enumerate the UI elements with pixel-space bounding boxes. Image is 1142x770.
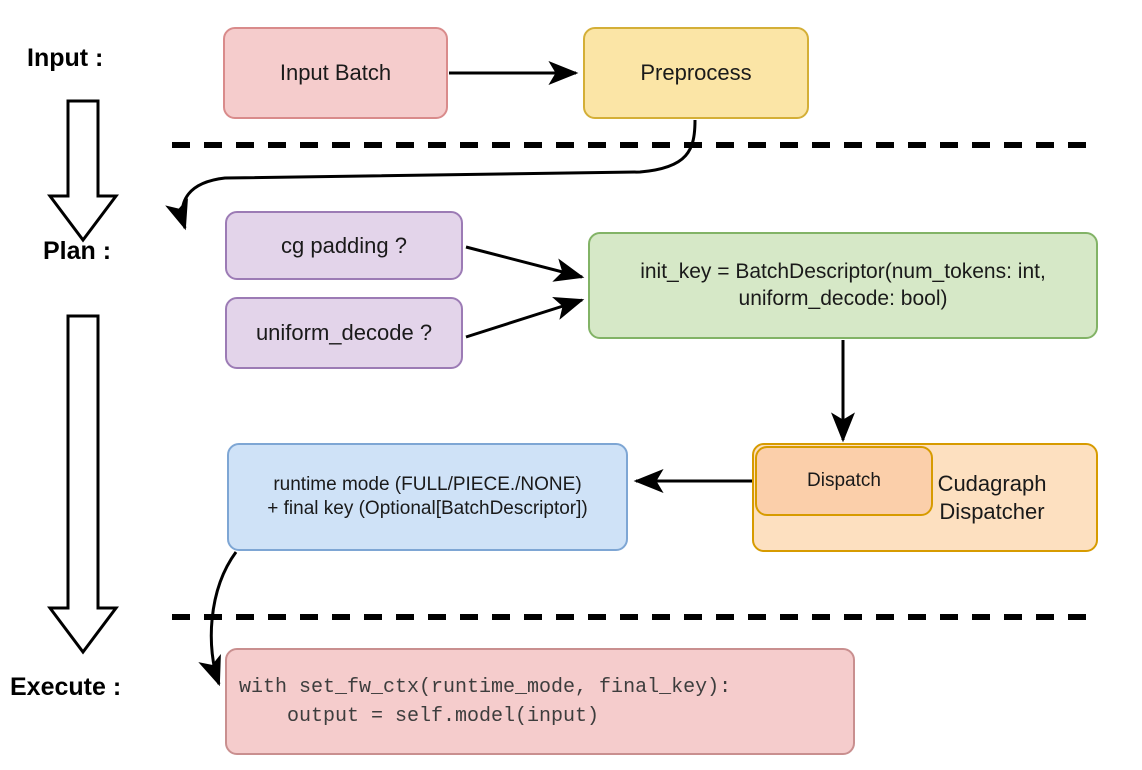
stage-label-plan: Plan : (43, 237, 112, 265)
node-cudagraph-dispatcher-label: Cudagraph Dispatcher (937, 471, 1047, 524)
node-dispatch[interactable]: Dispatch (755, 446, 933, 516)
node-cg-padding[interactable]: cg padding ? (225, 211, 463, 280)
node-dispatch-label: Dispatch (807, 470, 881, 492)
node-uniform-decode[interactable]: uniform_decode ? (225, 297, 463, 369)
edge-cg-padding-to-init-key (465, 245, 585, 282)
node-preprocess-label: Preprocess (640, 60, 752, 86)
node-init-key[interactable]: init_key = BatchDescriptor(num_tokens: i… (588, 232, 1098, 339)
edge-uniform-decode-to-init-key (465, 296, 585, 339)
node-input-batch[interactable]: Input Batch (223, 27, 448, 119)
node-runtime-mode[interactable]: runtime mode (FULL/PIECE./NONE) + final … (227, 443, 628, 551)
node-input-batch-label: Input Batch (279, 60, 392, 86)
stage-label-input: Input : (27, 44, 104, 72)
node-runtime-mode-label: runtime mode (FULL/PIECE./NONE) + final … (267, 474, 588, 519)
input-to-plan-arrow (47, 99, 119, 243)
node-init-key-label: init_key = BatchDescriptor(num_tokens: i… (640, 260, 1046, 310)
plan-to-execute-arrow (47, 314, 119, 655)
node-preprocess[interactable]: Preprocess (583, 27, 809, 119)
node-uniform-decode-label: uniform_decode ? (255, 320, 433, 346)
node-code-block-text: with set_fw_ctx(runtime_mode, final_key)… (239, 675, 732, 728)
node-code-block[interactable]: with set_fw_ctx(runtime_mode, final_key)… (225, 648, 855, 755)
stage-label-execute: Execute : (10, 673, 122, 701)
node-cg-padding-label: cg padding ? (281, 232, 407, 258)
